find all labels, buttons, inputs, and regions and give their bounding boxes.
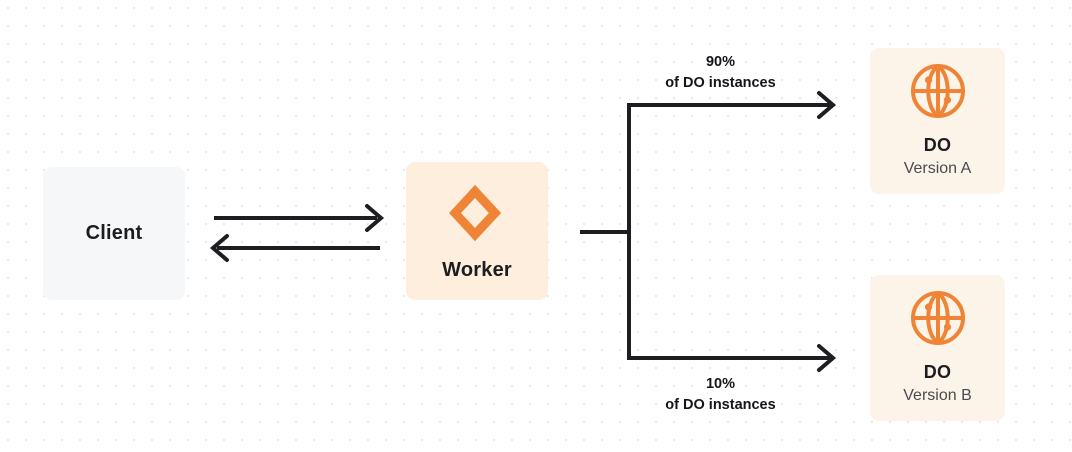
do-a-subtitle: Version A — [903, 159, 972, 177]
edge-label-do-b-percent: 10% — [705, 376, 736, 392]
edge-label-do-a: 90% of DO instances — [628, 52, 813, 94]
node-worker[interactable]: Worker — [406, 162, 548, 300]
worker-label: Worker — [442, 258, 512, 281]
client-label: Client — [85, 222, 143, 244]
globe-icon — [909, 62, 967, 120]
globe-icon — [909, 289, 967, 347]
arrow-worker-to-do-b — [627, 344, 837, 372]
split-junction — [580, 104, 631, 359]
worker-chevrons-icon — [445, 181, 509, 245]
do-b-subtitle: Version B — [903, 386, 972, 404]
edge-label-do-a-description: of DO instances — [665, 75, 776, 92]
node-do-version-a[interactable]: DO Version A — [870, 48, 1005, 194]
node-do-version-b[interactable]: DO Version B — [870, 275, 1005, 421]
edge-label-do-a-percent: 90% — [705, 54, 736, 70]
edge-label-do-b: 10% of DO instances — [628, 374, 813, 416]
do-b-title: DO — [923, 362, 952, 383]
edge-label-do-b-description: of DO instances — [665, 397, 776, 414]
arrow-worker-to-client — [209, 234, 380, 262]
arrow-worker-to-do-a — [627, 91, 837, 119]
node-client[interactable]: Client — [43, 167, 185, 300]
do-a-title: DO — [923, 135, 952, 156]
arrow-client-to-worker — [214, 204, 385, 232]
